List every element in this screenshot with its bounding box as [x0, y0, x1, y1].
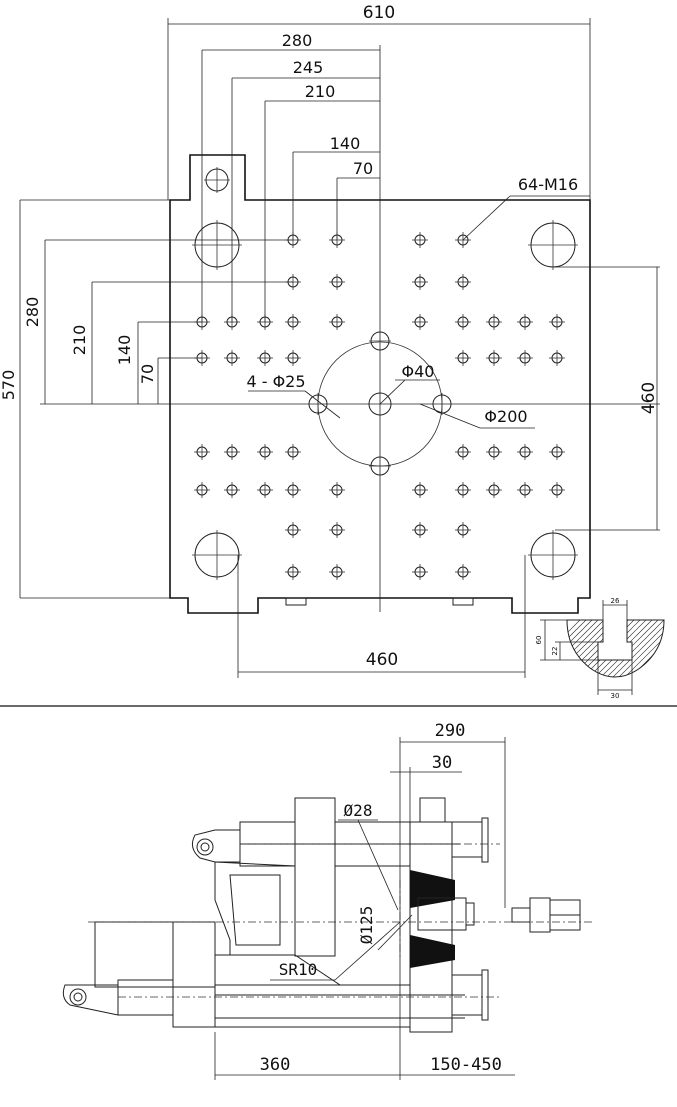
dim-210: 210 [305, 82, 336, 101]
label-sr10: SR10 [279, 960, 318, 979]
slot-dim-60: 60 [535, 636, 543, 645]
bottom-slot-right [452, 597, 474, 606]
mold-half-upper [410, 870, 455, 908]
leader-phi40 [379, 379, 406, 405]
leader-d28 [357, 819, 399, 911]
label-phi200: Φ200 [484, 407, 527, 426]
dim-70: 70 [353, 159, 373, 178]
center-hole [368, 392, 392, 416]
tie-bar-lower [214, 984, 411, 1028]
nozzle-tip [511, 907, 531, 923]
leader-sr10 [334, 921, 401, 981]
lower-link [94, 921, 216, 988]
dim-140: 140 [330, 134, 361, 153]
leader-m16 [462, 195, 511, 241]
side-view: 290 30 Ø28 Ø125 SR10 360 150-450 [62, 721, 595, 1080]
leader-d125 [377, 914, 413, 951]
slot-dim-26: 26 [611, 597, 620, 605]
leader-phi200 [419, 403, 481, 429]
dim-360: 360 [260, 1055, 291, 1075]
dim-245: 245 [293, 58, 324, 77]
toggle-housing [214, 861, 296, 956]
dim-v-70: 70 [138, 364, 157, 384]
dim-v-280: 280 [23, 297, 42, 328]
dim-280: 280 [282, 31, 313, 50]
platen-front-view: 610 280 245 210 140 70 64-M16 Φ40 Φ200 4… [0, 3, 660, 678]
mold-half-lower [410, 935, 455, 968]
dim-150-450: 150-450 [430, 1055, 502, 1075]
label-d125: Ø125 [357, 906, 376, 945]
label-ejector-holes: 4 - Φ25 [246, 372, 305, 391]
rear-platen-block [294, 797, 336, 957]
label-phi40: Φ40 [402, 362, 435, 381]
dim-30: 30 [432, 753, 452, 773]
lower-link-end [62, 984, 119, 1016]
slot-dim-30: 30 [611, 692, 620, 700]
dim-width-610: 610 [363, 3, 395, 23]
dim-tie-bar-460-vertical: 460 [639, 382, 659, 414]
dim-tie-bar-460-horizontal: 460 [366, 650, 398, 670]
dim-290: 290 [435, 721, 466, 741]
upper-link-end [191, 829, 241, 863]
bottom-slot-left [285, 597, 307, 606]
label-d28: Ø28 [344, 801, 373, 820]
label-64-m16: 64-M16 [518, 175, 578, 194]
slot-dim-22: 22 [551, 647, 559, 656]
moving-platen [409, 821, 453, 1033]
dim-v-210: 210 [70, 325, 89, 356]
dim-v-570: 570 [0, 370, 18, 401]
platen-outline [169, 154, 591, 614]
m16-hole-pattern [194, 232, 565, 580]
leader-ejector [304, 390, 341, 419]
dim-v-140: 140 [115, 335, 134, 366]
